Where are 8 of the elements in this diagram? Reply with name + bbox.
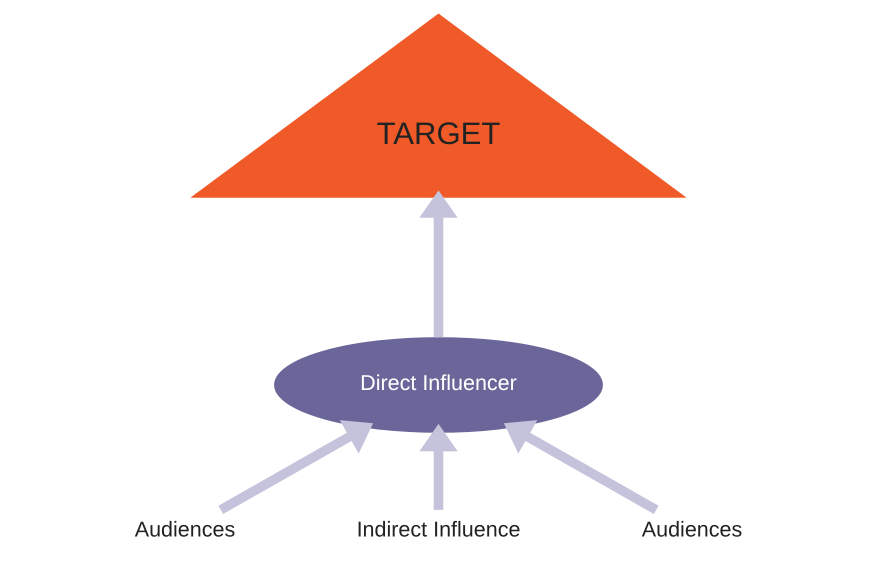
node-ellipse: Direct Influencer [274,337,602,433]
node-text: Indirect Influence [356,518,520,542]
arrow [418,424,458,510]
arrow [218,420,373,514]
arrow [503,420,658,514]
arrow [418,190,458,338]
node-text: Audiences [641,518,742,542]
node-text: Audiences [134,518,235,542]
